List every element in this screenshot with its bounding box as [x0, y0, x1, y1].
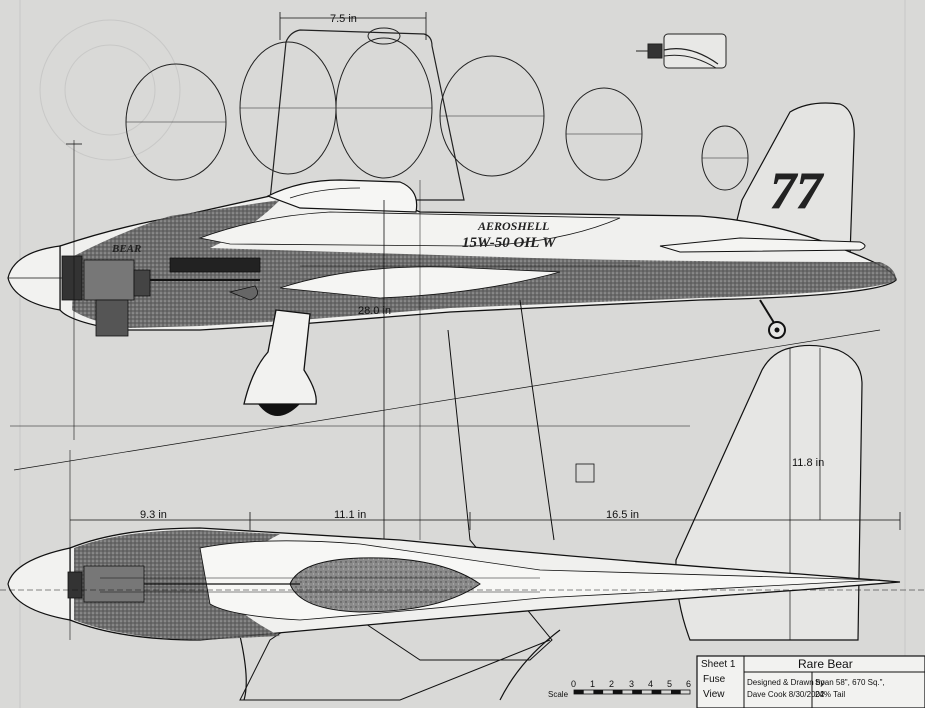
stabilizer-planform — [675, 344, 863, 641]
dimension-label-tail-segment: 16.5 in — [606, 509, 639, 521]
designer-line1: Designed & Drawn by — [747, 678, 824, 687]
dimension-plan-stations — [70, 512, 901, 530]
engine-side — [61, 255, 261, 337]
aeroshell-marking-line1: AEROSHELL — [477, 219, 549, 233]
scale-tick-3: 3 — [629, 679, 634, 689]
scale-bar: Scale 0 1 2 3 4 5 6 — [548, 679, 691, 699]
fuselage-side-view — [7, 102, 897, 339]
dimension-label-wing-segment: 11.1 in — [334, 509, 366, 521]
dimension-label-fuselage-length: 28.0 in — [358, 305, 391, 317]
title-block: Sheet 1 Fuse View Rare Bear Designed & D… — [696, 655, 925, 708]
view-name-line2: View — [703, 689, 725, 700]
canopy-side — [266, 179, 418, 213]
sheet-number: Sheet 1 — [701, 659, 736, 670]
dimension-fuselage-length — [66, 140, 421, 590]
race-number-marking: 77 — [770, 163, 824, 220]
scale-tick-5: 5 — [667, 679, 672, 689]
main-wheel — [258, 404, 300, 416]
bear-marking: BEAR — [111, 243, 141, 255]
spinner-top — [7, 547, 71, 621]
aeroshell-marking-line2: 15W-50 OIL W — [462, 235, 557, 251]
dimension-chord-top — [279, 12, 427, 40]
scale-tick-2: 2 — [609, 679, 614, 689]
drawing-title: Rare Bear — [798, 657, 853, 671]
fuselage-top-view — [0, 527, 925, 641]
vertical-tail-side — [734, 102, 855, 256]
scale-tick-6: 6 — [686, 679, 691, 689]
scale-label: Scale — [548, 690, 569, 699]
specs-line2: 24% Tail — [815, 690, 845, 699]
scale-tick-1: 1 — [590, 679, 595, 689]
scale-tick-0: 0 — [571, 679, 576, 689]
canopy-detail-inset — [636, 33, 727, 69]
dimension-label-top-chord: 7.5 in — [330, 13, 357, 25]
specs-line1: Span 58", 670 Sq.", — [815, 678, 885, 687]
scale-tick-4: 4 — [648, 679, 653, 689]
view-name-line1: Fuse — [703, 674, 726, 685]
designer-line2: Dave Cook 8/30/2002 — [747, 690, 825, 699]
dimension-label-nose-to-wing: 9.3 in — [140, 509, 167, 521]
horizontal-stab-side — [659, 237, 866, 253]
bulkhead-sections — [125, 27, 749, 191]
landing-gear — [243, 309, 317, 416]
dimension-label-stab-span: 11.8 in — [792, 457, 824, 469]
wing-planform-top — [269, 29, 465, 201]
reference-square — [575, 463, 595, 483]
canopy-top — [289, 557, 481, 613]
